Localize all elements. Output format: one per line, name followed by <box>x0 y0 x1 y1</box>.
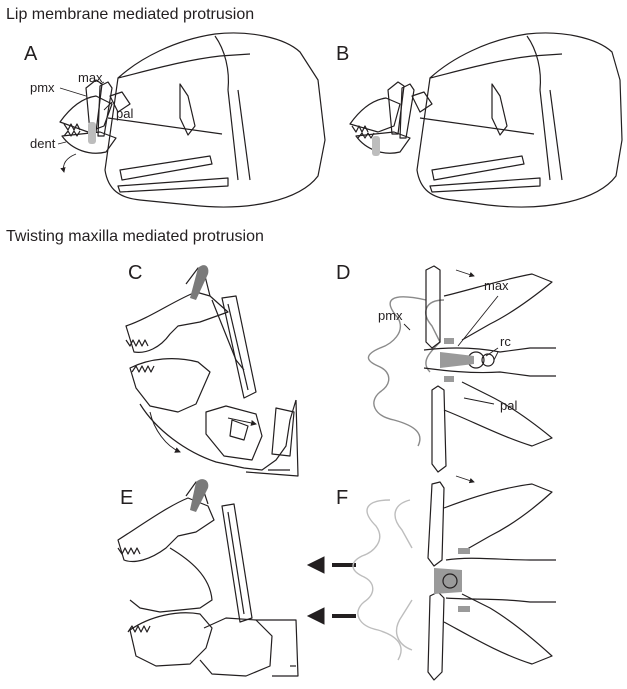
skull-drawing-c <box>126 268 298 476</box>
label-pmx-d: pmx <box>378 308 403 323</box>
premaxilla-outline-f <box>353 500 412 660</box>
label-dent-a: dent <box>30 136 56 151</box>
skull-drawing-a <box>60 33 325 207</box>
rostral-cartilage-d <box>440 338 474 382</box>
label-pal-a: pal <box>116 106 133 121</box>
label-pmx-a: pmx <box>30 80 55 95</box>
label-rc-d: rc <box>500 334 511 349</box>
protrusion-arrows <box>308 557 356 624</box>
label-max-d: max <box>484 278 509 293</box>
skull-drawing-e <box>118 482 298 676</box>
label-pal-d: pal <box>500 398 517 413</box>
lip-membrane-highlight-a <box>88 122 96 144</box>
skull-drawing-b <box>350 33 622 207</box>
maxilla-drawing-d <box>424 266 556 472</box>
lip-membrane-highlight-b <box>372 136 380 156</box>
rostral-cartilage-f <box>434 548 470 612</box>
label-max-a: max <box>78 70 103 85</box>
